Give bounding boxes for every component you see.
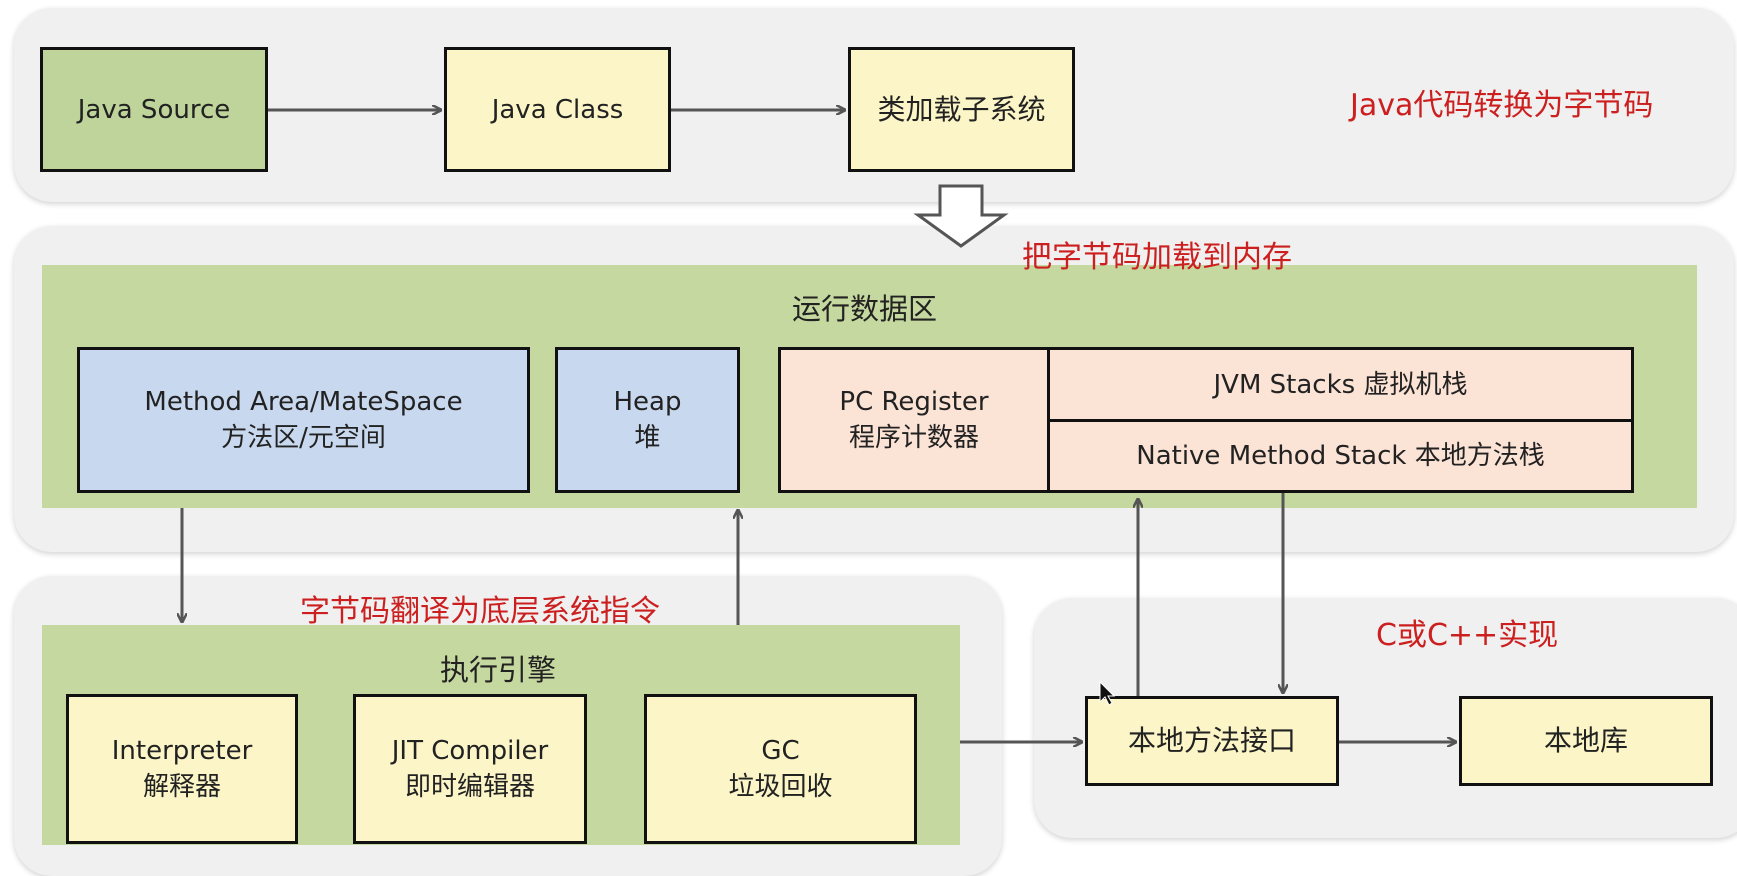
native-method-stack-label: Native Method Stack 本地方法栈 xyxy=(1136,441,1545,471)
java-source-label: Java Source xyxy=(77,94,231,125)
method-area-en: Method Area/MateSpace xyxy=(144,387,463,417)
bytecode-caption: Java代码转换为字节码 xyxy=(1350,88,1654,123)
native-interface-label: 本地方法接口 xyxy=(1127,724,1296,757)
java-class-box: Java Class xyxy=(444,47,671,172)
runtime-data-title: 运行数据区 xyxy=(792,292,938,326)
execution-engine-title: 执行引擎 xyxy=(440,653,557,687)
gc-zh: 垃圾回收 xyxy=(728,772,833,802)
gc-en: GC xyxy=(761,736,800,766)
load-to-memory-caption: 把字节码加载到内存 xyxy=(1022,240,1292,275)
native-library-label: 本地库 xyxy=(1543,724,1628,757)
jit-compiler-zh: 即时编辑器 xyxy=(404,772,535,802)
pc-register-box: PC Register 程序计数器 xyxy=(778,347,1050,493)
method-area-box: Method Area/MateSpace 方法区/元空间 xyxy=(77,347,530,493)
java-source-box: Java Source xyxy=(40,47,268,172)
heap-box: Heap 堆 xyxy=(555,347,740,493)
interpreter-zh: 解释器 xyxy=(142,772,221,802)
jvm-stacks-label: JVM Stacks 虚拟机栈 xyxy=(1213,369,1468,400)
gc-box: GC 垃圾回收 xyxy=(644,694,917,844)
native-method-stack-box: Native Method Stack 本地方法栈 xyxy=(1047,419,1634,493)
native-interface-box: 本地方法接口 xyxy=(1085,696,1339,786)
interpreter-box: Interpreter 解释器 xyxy=(66,694,298,844)
native-caption: C或C++实现 xyxy=(1376,618,1559,653)
heap-en: Heap xyxy=(613,387,682,417)
jit-compiler-box: JIT Compiler 即时编辑器 xyxy=(353,694,587,844)
class-loader-label: 类加载子系统 xyxy=(877,92,1046,126)
jvm-stacks-box: JVM Stacks 虚拟机栈 xyxy=(1047,347,1634,422)
native-library-box: 本地库 xyxy=(1459,696,1713,786)
pc-register-en: PC Register xyxy=(839,387,989,417)
heap-zh: 堆 xyxy=(634,423,661,453)
pc-register-zh: 程序计数器 xyxy=(848,423,979,453)
class-loader-box: 类加载子系统 xyxy=(848,47,1075,172)
jit-compiler-en: JIT Compiler xyxy=(391,736,549,766)
translate-caption: 字节码翻译为底层系统指令 xyxy=(300,594,660,629)
interpreter-en: Interpreter xyxy=(111,736,253,766)
java-class-label: Java Class xyxy=(491,94,624,125)
method-area-zh: 方法区/元空间 xyxy=(221,423,386,453)
